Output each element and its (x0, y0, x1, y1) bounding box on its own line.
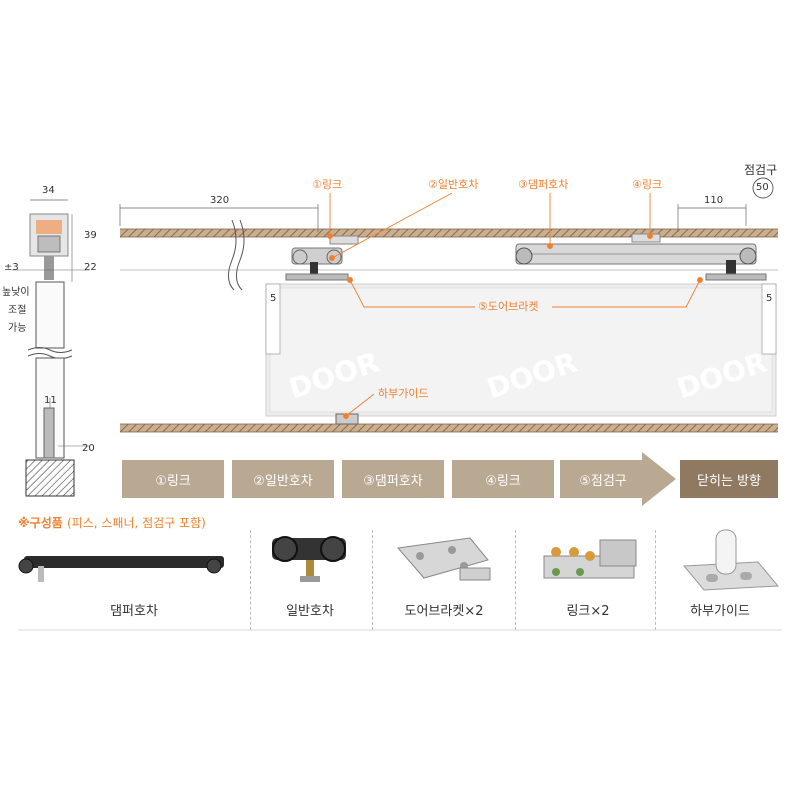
parts-divider-1 (250, 530, 251, 630)
callout-link-1: ①링크 (312, 178, 343, 191)
link-photo (543, 539, 637, 579)
damper-carriage-photo (18, 556, 224, 582)
bottom-guide-photo (682, 529, 780, 591)
general-carriage-photo (272, 536, 346, 582)
general-carriage-drawing (285, 235, 359, 281)
top-rail (120, 219, 778, 291)
sequence-step-4: ④링크 (452, 460, 554, 498)
dim-34: 34 (42, 185, 55, 196)
dim-320: 320 (210, 195, 230, 206)
dim-110: 110 (704, 195, 724, 206)
callout-door-bracket: ⑤도어브라켓 (478, 300, 539, 313)
bottom-rail (120, 413, 778, 433)
parts-title: ※구성품 (피스, 스패너, 점검구 포함) (18, 514, 206, 531)
parts-row (18, 529, 782, 631)
part-label-link: 링크×2 (566, 604, 610, 619)
parts-divider-2 (372, 530, 373, 630)
dimension-lines (119, 177, 774, 232)
sequence-step-5: ⑤점검구 (579, 473, 627, 489)
height-adjust-label-1: 높낮이 (2, 287, 30, 298)
part-label-general-carriage: 일반호차 (286, 604, 334, 619)
side-view (12, 199, 90, 497)
callout-damper-carriage: ③댐퍼호차 (518, 178, 569, 191)
inspection-port-number: 50 (756, 182, 769, 193)
parts-title-main: ※구성품 (18, 516, 63, 530)
dim-5-left: 5 (270, 293, 277, 304)
door-panel-drawing (265, 283, 777, 417)
dim-22: 22 (84, 262, 97, 273)
part-label-bottom-guide: 하부가이드 (690, 604, 750, 619)
sequence-direction: 닫히는 방향 (680, 460, 778, 498)
sequence-step-2: ②일반호차 (232, 460, 334, 498)
height-adjust-label-3: 가능 (8, 323, 27, 334)
sequence-step-3: ③댐퍼호차 (342, 460, 444, 498)
dim-39: 39 (84, 230, 97, 241)
sequence-arrow (560, 452, 676, 506)
part-label-damper-carriage: 댐퍼호차 (110, 604, 158, 619)
door-bracket-photo (397, 537, 491, 581)
parts-divider-4 (655, 530, 656, 630)
dim-11: 11 (44, 395, 57, 406)
height-adjust-label-2: 조절 (8, 305, 27, 316)
inspection-port-label: 점검구 (744, 163, 778, 177)
sequence-step-1: ①링크 (122, 460, 224, 498)
parts-subtitle: (피스, 스패너, 점검구 포함) (66, 516, 206, 530)
parts-divider-3 (515, 530, 516, 630)
dim-5-right: 5 (766, 293, 773, 304)
leader-lines (327, 192, 703, 419)
part-label-door-bracket: 도어브라켓×2 (404, 604, 484, 619)
callout-general-carriage: ②일반호차 (428, 178, 479, 191)
dim-plus-minus-3: ±3 (4, 262, 19, 273)
damper-carriage-drawing (515, 233, 767, 281)
callout-bottom-guide: 하부가이드 (378, 387, 429, 400)
callout-link-4: ④링크 (632, 178, 663, 191)
dim-20: 20 (82, 443, 95, 454)
